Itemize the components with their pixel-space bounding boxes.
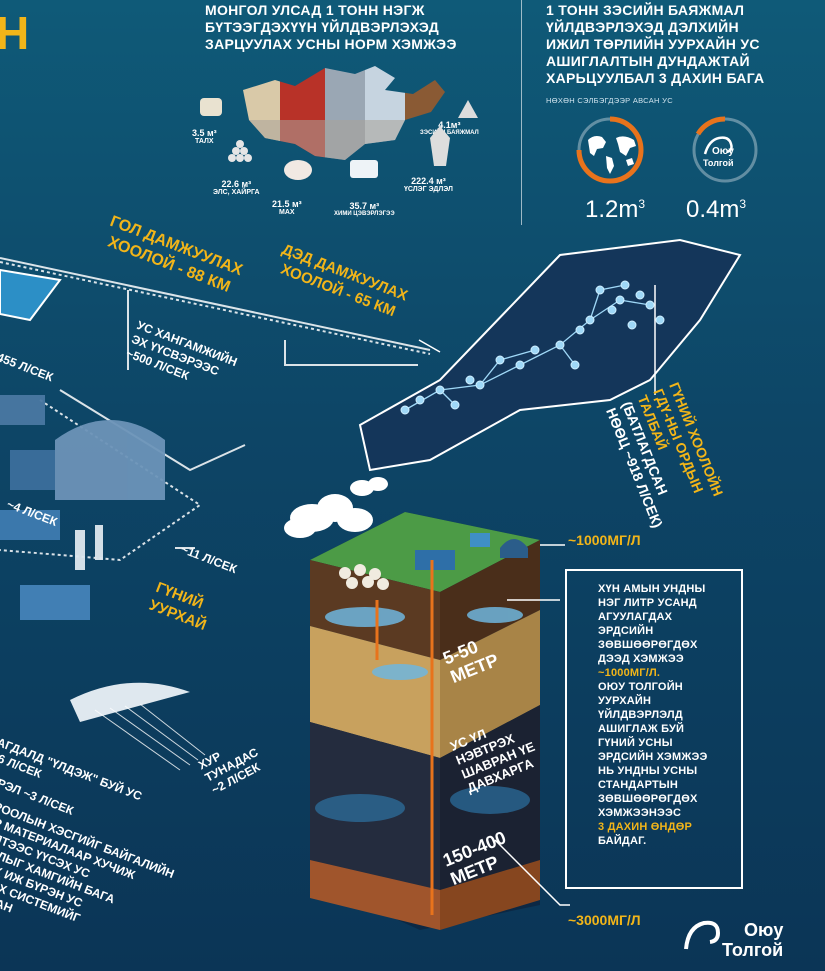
header-left-line1: МОНГОЛ УЛСАД 1 ТОНН НЭГЖ xyxy=(205,2,425,18)
ot-badge-line1: Оюу xyxy=(712,146,734,157)
strata-block xyxy=(310,512,540,930)
header-right-subtitle: НӨХӨН СЭЛБЭГДЭЭР АВСАН УС xyxy=(546,96,673,105)
info-line: УУРХАЙН xyxy=(598,695,652,707)
oyu-tolgoi-logo-icon xyxy=(684,920,721,950)
map-item-sand-label: ЭЛС, ХАЙРГА xyxy=(213,189,260,196)
map-item-chem-label: ХИМИ ЦЭВЭРЛЭГЭЭ xyxy=(334,211,395,217)
gdu-basin xyxy=(358,238,742,472)
info-line: ГҮНИЙ УСНЫ xyxy=(598,737,673,749)
ot-badge-line2: Толгой xyxy=(703,158,734,168)
map-item-copper-label: ЗЭСИЙН БАЯЖМАЛ xyxy=(420,130,479,136)
header-right-line1: 1 ТОНН ЗЭСИЙН БАЯЖМАЛ xyxy=(546,2,745,18)
info-line: НЬ УНДНЫ УСНЫ xyxy=(598,765,698,777)
reservoir xyxy=(0,268,62,322)
well-network xyxy=(400,280,665,415)
bread-icon xyxy=(200,98,222,116)
info-line: НЭГ ЛИТР УСАНД xyxy=(598,597,697,609)
map-item-bread-value: 3.5 м³ xyxy=(192,128,217,138)
header-right-line4: АШИГЛАЛТЫН ДУНДАЖТАЙ xyxy=(546,53,750,69)
info-line-highlight: ~1000МГ/Л. xyxy=(598,667,661,679)
header-left: МОНГОЛ УЛСАД 1 ТОНН НЭГЖ БҮТЭЭГДЭХҮҮН ҮЙ… xyxy=(205,2,457,53)
bottom-concentration: ~3000МГ/Л xyxy=(568,912,641,928)
copper-concentrate-icon xyxy=(458,100,478,118)
map-item-meat: 21.5 м³ МАХ xyxy=(272,199,302,216)
info-line-highlight: 3 ДАХИН ӨНДӨР xyxy=(598,821,693,833)
comparison-graphics xyxy=(576,116,758,184)
world-value-number: 1.2m xyxy=(585,196,639,223)
world-map-icon xyxy=(588,136,636,174)
map-item-meat-value: 21.5 м³ xyxy=(272,199,302,209)
info-line: ҮЙЛДВЭРЛЭЛД xyxy=(598,709,683,721)
info-line: ЭРДСИЙН xyxy=(598,625,654,637)
info-line: АГУУЛАГДАХ xyxy=(598,611,673,623)
info-line: ХЭМЖЭЭНЭЭС xyxy=(598,807,682,819)
info-line: ДЭЭД ХЭМЖЭЭ xyxy=(598,653,684,665)
info-line: ХҮН АМЫН УНДНЫ xyxy=(598,583,706,595)
info-box-frame xyxy=(565,569,743,889)
logo-line1: Оюу xyxy=(744,920,784,940)
world-value-sup: 3 xyxy=(638,197,646,211)
meat-icon xyxy=(284,160,312,180)
info-line: ЗӨВШӨӨРӨГДӨХ xyxy=(598,639,698,651)
info-line: ОЮУ ТОЛГОЙН xyxy=(598,681,683,693)
header-right: 1 ТОНН ЗЭСИЙН БАЯЖМАЛ ҮЙЛДВЭРЛЭХЭД ДЭЛХИ… xyxy=(546,2,764,87)
header-divider xyxy=(521,0,522,225)
map-item-sand: 22.6 м³ ЭЛС, ХАЙРГА xyxy=(213,179,260,196)
processing-plant xyxy=(0,395,165,620)
header-right-line3: ИЖИЛ ТӨРЛИЙН УУРХАЙН УС xyxy=(546,36,760,52)
map-item-copper: 4.1м³ ЗЭСИЙН БАЯЖМАЛ xyxy=(420,120,479,136)
fur-icon xyxy=(430,126,450,166)
map-item-fur-value: 222.4 м³ xyxy=(411,176,446,186)
detergent-icon xyxy=(350,160,378,178)
world-value: 1.2m3 xyxy=(585,196,645,224)
ot-value-number: 0.4m xyxy=(686,196,740,223)
logo-line2: Толгой xyxy=(722,940,784,960)
corner-letter: Н xyxy=(0,7,30,59)
info-line: СТАНДАРТЫН xyxy=(598,779,678,791)
ot-value: 0.4m3 xyxy=(686,196,746,224)
ot-value-sup: 3 xyxy=(739,197,747,211)
header-left-line2: БҮТЭЭГДЭХҮҮН ҮЙЛДВЭРЛЭХЭД xyxy=(205,19,440,35)
tailings-pile xyxy=(70,682,190,722)
map-item-meat-label: МАХ xyxy=(279,209,295,216)
map-item-bread-label: ТАЛХ xyxy=(195,138,214,145)
map-icons xyxy=(200,98,478,180)
gravel-icon xyxy=(228,140,252,162)
map-item-copper-value: 4.1м³ xyxy=(438,120,461,130)
map-item-sand-value: 22.6 м³ xyxy=(221,179,252,189)
map-item-fur-label: ҮСЛЭГ ЭДЛЭЛ xyxy=(404,186,453,193)
info-line: АШИГЛАЖ БУЙ xyxy=(598,723,685,735)
map-item-fur: 222.4 м³ ҮСЛЭГ ЭДЛЭЛ xyxy=(404,176,453,193)
map-item-chem-value: 35.7 м³ xyxy=(349,201,380,211)
info-line: БАЙДАГ. xyxy=(598,835,647,847)
map-item-chem: 35.7 м³ ХИМИ ЦЭВЭРЛЭГЭЭ xyxy=(334,201,395,217)
logo-text: Оюу Толгой xyxy=(722,920,783,960)
header-right-line2: ҮЙЛДВЭРЛЭХЭД ДЭЛХИЙН xyxy=(546,19,739,35)
cloud-icon xyxy=(284,477,388,538)
info-line: ЭРДСИЙН ХЭМЖЭЭ xyxy=(598,751,708,763)
info-line: ЗӨВШӨӨРӨГДӨХ xyxy=(598,793,698,805)
header-left-line3: ЗАРЦУУЛАХ УСНЫ НОРМ ХЭМЖЭЭ xyxy=(205,36,457,52)
info-box: ХҮН АМЫН УНДНЫ НЭГ ЛИТР УСАНД АГУУЛАГДАХ… xyxy=(598,582,708,848)
header-right-line5: ХАРЬЦУУЛБАЛ 3 ДАХИН БАГА xyxy=(546,70,765,86)
map-item-bread: 3.5 м³ ТАЛХ xyxy=(192,128,217,145)
ot-logo-icon xyxy=(703,136,733,155)
top-concentration: ~1000МГ/Л xyxy=(568,532,641,548)
mongolia-map xyxy=(243,66,445,160)
